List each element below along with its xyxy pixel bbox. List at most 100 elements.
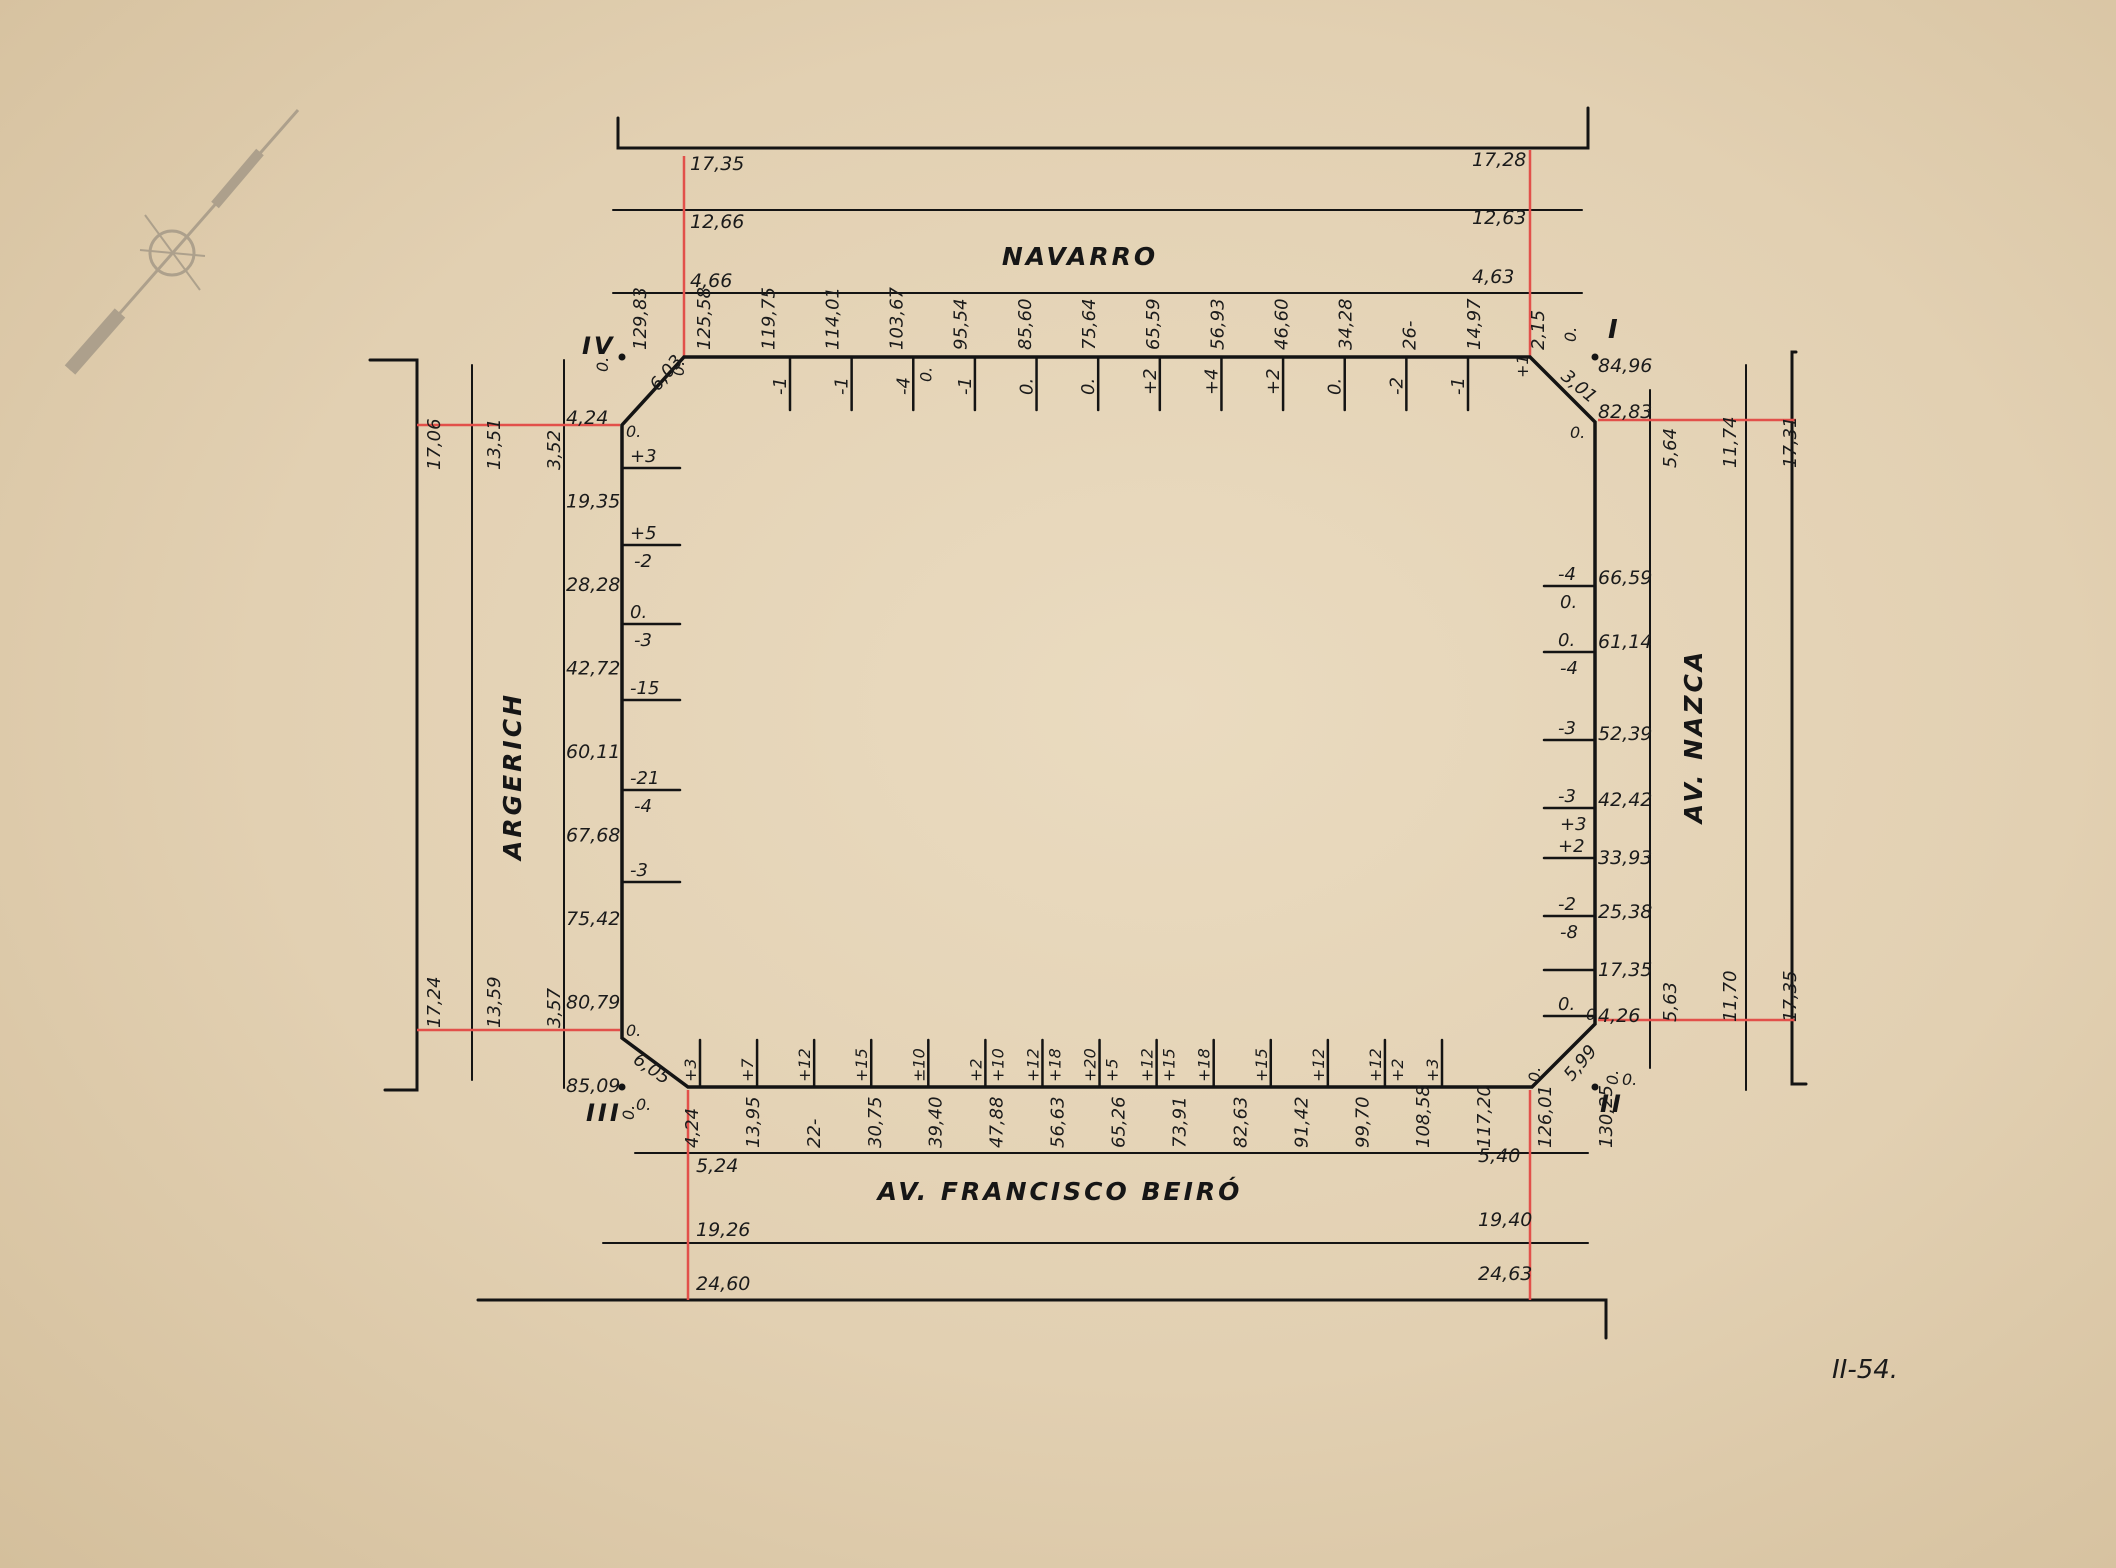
offset-label: +18 — [1195, 1048, 1214, 1082]
progressive-label: 42,42 — [1598, 789, 1652, 811]
corner-mark: 0. — [1525, 1067, 1544, 1082]
progressive-label: 60,11 — [566, 741, 620, 763]
progressive-label: 19,35 — [566, 491, 620, 513]
offset-label: -4 — [634, 796, 652, 817]
progressive-label: 129,83 — [630, 287, 651, 350]
offset-label: +5 — [1103, 1058, 1122, 1082]
progressive-label: 108,58 — [1413, 1085, 1434, 1148]
corner-mark: 0 — [1586, 1005, 1596, 1024]
offset-label: -4 — [1558, 564, 1576, 585]
street-width-label: 19,26 — [696, 1219, 750, 1241]
red-measurement-lines — [417, 150, 1796, 1300]
compass-rose-icon — [64, 109, 300, 375]
offset-label: +12 — [795, 1048, 814, 1082]
corner-mark: +1 — [1513, 354, 1532, 378]
offset-label: +15 — [1160, 1048, 1179, 1082]
offset-label: +15 — [852, 1048, 871, 1082]
offset-label: +18 — [1045, 1048, 1064, 1082]
offset-label: +2 — [966, 1058, 985, 1082]
offset-label: +10 — [988, 1048, 1007, 1082]
progressive-label: 82,63 — [1230, 1096, 1251, 1148]
corner-mark: 0. — [626, 1021, 641, 1040]
progressive-label: 126,01 — [1535, 1085, 1556, 1148]
street-width-label: 5,64 — [1660, 428, 1681, 468]
chamfer-ne: 3,01 — [1557, 366, 1601, 408]
corner-mark: 0. — [636, 1095, 651, 1114]
offset-ticks — [620, 355, 1597, 1089]
offset-label: -3 — [1558, 718, 1576, 739]
progressive-label: 52,39 — [1598, 723, 1652, 745]
corner-mark: 0. — [1622, 1070, 1637, 1089]
progressive-label: 80,79 — [566, 992, 620, 1014]
offset-label: +12 — [1366, 1048, 1385, 1082]
street-width-label: 13,59 — [484, 976, 505, 1028]
offset-label: -3 — [1558, 786, 1576, 807]
sheet-number: II-54. — [1832, 1355, 1898, 1385]
offset-label: +2 — [1558, 836, 1585, 857]
offset-label: -21 — [630, 768, 659, 789]
street-width-label: 5,40 — [1478, 1145, 1520, 1167]
progressive-label: 33,93 — [1598, 847, 1652, 869]
progressive-label: 56,63 — [1048, 1096, 1069, 1148]
offset-label: +2 — [1140, 368, 1161, 395]
offset-label: -1 — [832, 377, 853, 395]
street-width-label: 19,40 — [1478, 1209, 1532, 1231]
offset-label: -4 — [893, 377, 914, 395]
progressive-label: 4,24 — [566, 407, 608, 429]
progressive-label: 99,70 — [1352, 1096, 1373, 1148]
progressive-label: 56,93 — [1207, 298, 1228, 350]
progressive-label: 4,24 — [682, 1108, 703, 1148]
offset-label: -8 — [1560, 922, 1578, 943]
street-name-south: AV. FRANCISCO BEIRÓ — [876, 1176, 1243, 1206]
offset-label: +7 — [738, 1058, 757, 1082]
progressive-label: 73,91 — [1169, 1096, 1190, 1148]
progressive-label: 14,97 — [1464, 298, 1485, 350]
street-width-label: 4,66 — [690, 270, 732, 292]
progressive-label: 103,67 — [887, 286, 908, 350]
offset-label: +3 — [1560, 814, 1587, 835]
street-name-north: NAVARRO — [1002, 242, 1158, 271]
offset-label: 0. — [1325, 378, 1346, 395]
corner-label-iii: III — [586, 1099, 622, 1127]
offset-label: 0. — [1558, 630, 1575, 651]
street-width-label: 5,63 — [1660, 982, 1681, 1022]
offset-label: +2 — [1263, 368, 1284, 395]
street-width-label: 17,31 — [1780, 416, 1801, 468]
progressive-label: 119,75 — [758, 287, 779, 350]
progressive-label: 66,59 — [1598, 567, 1652, 589]
chamfer-sw: 6,05 — [629, 1049, 674, 1089]
street-width-label: 4,63 — [1472, 266, 1514, 288]
offset-label: -1 — [1448, 377, 1469, 395]
block-outline — [620, 355, 1597, 1089]
offset-label: 0. — [1558, 994, 1575, 1015]
street-width-label: 12,63 — [1472, 207, 1526, 229]
progressive-label: 39,40 — [926, 1096, 947, 1148]
offset-label: +20 — [1081, 1048, 1100, 1082]
offset-label: -2 — [1558, 894, 1576, 915]
street-width-label: 11,74 — [1720, 416, 1741, 468]
progressive-label: 82,83 — [1598, 401, 1652, 423]
progressive-label: 28,28 — [566, 574, 620, 596]
corner-label-i: I — [1608, 315, 1621, 345]
corner-label-ii: II — [1600, 1090, 1624, 1118]
offset-label: ±10 — [909, 1048, 928, 1082]
offset-label: +2 — [1388, 1058, 1407, 1082]
street-width-label: 17,28 — [1472, 149, 1526, 171]
progressive-label: 91,42 — [1291, 1096, 1312, 1148]
offset-label: +5 — [630, 523, 657, 544]
progressive-label: 30,75 — [865, 1096, 886, 1148]
street-width-label: 12,66 — [690, 211, 744, 233]
offset-label: -3 — [630, 860, 648, 881]
corner-mark: 0. — [593, 357, 612, 372]
progressive-label: 130,25 — [1596, 1085, 1617, 1148]
progressive-label: 117,20 — [1474, 1085, 1495, 1148]
offset-label: -15 — [630, 678, 659, 699]
corner-mark: 0. — [626, 422, 641, 441]
progressive-label: 125,58 — [694, 287, 715, 350]
offset-label: +3 — [1423, 1058, 1442, 1082]
corner-mark: 0. — [1603, 1070, 1622, 1085]
street-width-label: 5,24 — [696, 1155, 738, 1177]
offset-label: +4 — [1201, 368, 1222, 395]
